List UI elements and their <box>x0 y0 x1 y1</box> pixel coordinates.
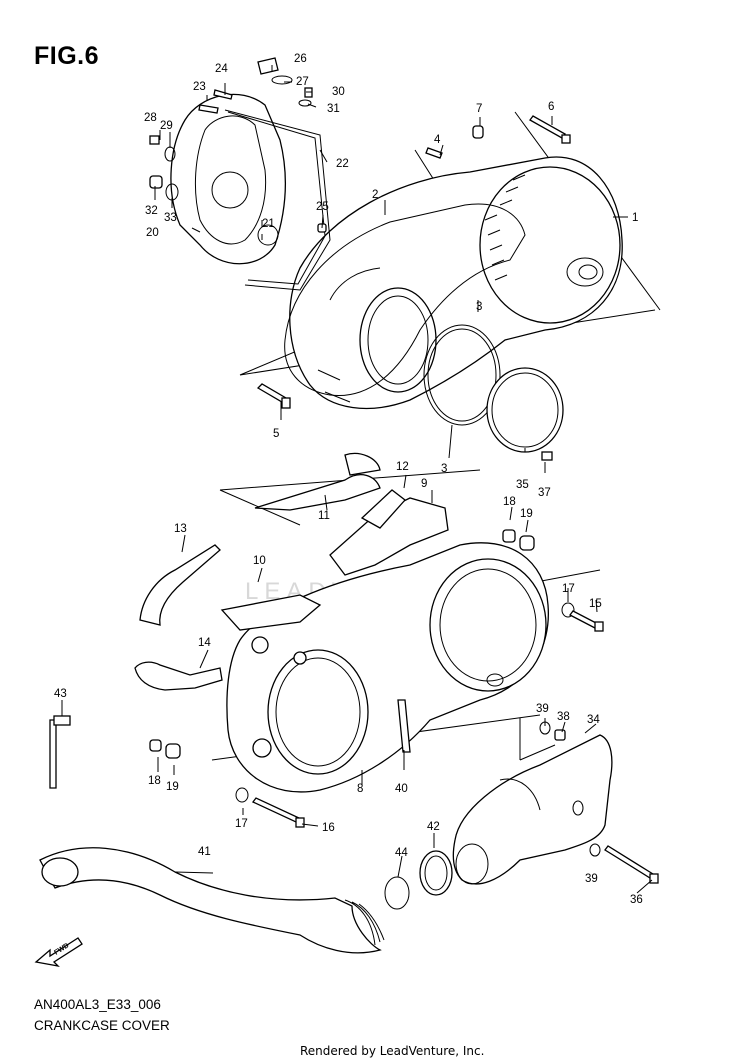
callout-28: 28 <box>144 112 157 124</box>
callout-38: 38 <box>557 711 570 723</box>
callout-39-upper: 39 <box>536 703 549 715</box>
callout-10: 10 <box>253 555 266 567</box>
render-credit: Rendered by LeadVenture, Inc. <box>300 1044 485 1058</box>
leader-lines <box>61 65 653 894</box>
callout-5: 5 <box>273 428 279 440</box>
callout-40: 40 <box>395 783 408 795</box>
callout-37: 37 <box>538 487 551 499</box>
callout-17-right: 17 <box>562 583 575 595</box>
callout-35: 35 <box>516 479 529 491</box>
fwd-arrow-icon: FWD <box>34 937 83 968</box>
callout-6: 6 <box>548 101 554 113</box>
callout-18-left: 18 <box>148 775 161 787</box>
callout-24: 24 <box>215 63 228 75</box>
callout-31: 31 <box>327 103 340 115</box>
model-code: AN400AL3_E33_006 <box>34 997 161 1012</box>
callout-42: 42 <box>427 821 440 833</box>
callout-30: 30 <box>332 86 345 98</box>
seal-ring <box>423 324 501 426</box>
inner-housing <box>170 93 331 291</box>
callout-33: 33 <box>164 212 177 224</box>
callout-43: 43 <box>54 688 67 700</box>
figure-title: FIG.6 <box>34 42 100 70</box>
callout-32: 32 <box>145 205 158 217</box>
callout-21: 21 <box>262 218 275 230</box>
callout-17-left: 17 <box>235 818 248 830</box>
callout-41: 41 <box>198 846 211 858</box>
callout-labels: 1 2 3 3 4 5 6 7 8 9 10 11 12 13 14 15 16… <box>54 53 643 906</box>
callout-7: 7 <box>476 103 482 115</box>
callout-9: 9 <box>421 478 427 490</box>
callout-26: 26 <box>294 53 307 65</box>
callout-14: 14 <box>198 637 211 649</box>
callout-29: 29 <box>160 120 173 132</box>
cover-gasket <box>284 203 526 397</box>
callout-12: 12 <box>396 461 409 473</box>
callout-1: 1 <box>632 212 638 224</box>
callout-22: 22 <box>336 158 349 170</box>
callout-3-upper: 3 <box>476 301 482 313</box>
callout-19-left: 19 <box>166 781 179 793</box>
air-duct-assembly <box>452 718 613 885</box>
outer-crankcase-cover <box>239 111 661 410</box>
callout-34: 34 <box>587 714 600 726</box>
callout-39-lower: 39 <box>585 873 598 885</box>
callout-23: 23 <box>193 81 206 93</box>
callout-15: 15 <box>589 598 602 610</box>
callout-4: 4 <box>434 134 441 146</box>
callout-20: 20 <box>146 227 159 239</box>
callout-36: 36 <box>630 894 643 906</box>
callout-16: 16 <box>322 822 335 834</box>
callout-27: 27 <box>296 76 309 88</box>
callout-19-right: 19 <box>520 508 533 520</box>
callout-3-lower: 3 <box>441 463 447 475</box>
callout-25: 25 <box>316 201 329 213</box>
callout-44: 44 <box>395 847 408 859</box>
callout-2: 2 <box>372 189 378 201</box>
filter-disc <box>486 367 564 453</box>
callout-18-right: 18 <box>503 496 516 508</box>
callout-8: 8 <box>357 783 363 795</box>
callout-13: 13 <box>174 523 187 535</box>
callout-11: 11 <box>318 510 330 522</box>
section-title: CRANKCASE COVER <box>34 1018 170 1033</box>
